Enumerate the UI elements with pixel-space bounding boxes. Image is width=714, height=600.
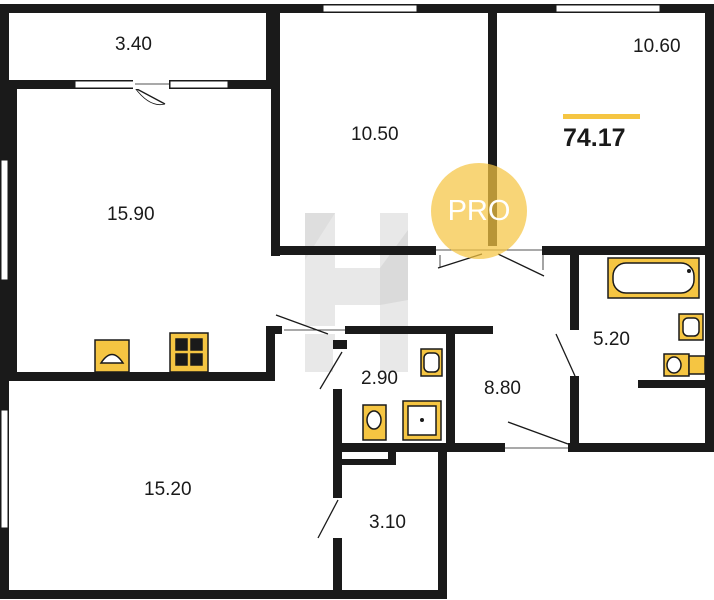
balcony-side-wall <box>266 4 275 88</box>
room-area-label-bathroom: 5.20 <box>593 329 630 350</box>
doors <box>133 80 579 539</box>
pro-badge: PRO <box>431 163 527 259</box>
kitchen-left-wall <box>9 89 17 374</box>
door-swing-icon <box>317 498 342 539</box>
wc-bottom-wall <box>342 443 455 452</box>
total-area-underline <box>563 114 640 119</box>
door-swing-icon <box>555 330 579 377</box>
window-icon <box>555 4 661 13</box>
bathroom-partition <box>638 380 714 388</box>
room-area-label-hall: 8.80 <box>484 378 521 399</box>
outer-wall-right-lower <box>705 249 714 452</box>
corridor-wall <box>345 326 493 334</box>
shower-icon <box>402 400 442 441</box>
total-area-value: 74.17 <box>563 124 626 152</box>
window-icon <box>322 4 418 13</box>
pro-badge-text: PRO <box>447 194 511 227</box>
window-icon <box>0 409 9 529</box>
wc-shelf-wall <box>342 459 396 465</box>
bedroom-divider-wall <box>488 4 497 254</box>
kitchen-bottom-wall <box>9 372 275 381</box>
door-swing-icon <box>505 421 569 452</box>
room-area-label-room: 15.20 <box>144 479 192 500</box>
room-area-label-kitchen-living: 15.90 <box>107 204 155 225</box>
hall-bottom-wall <box>455 443 505 452</box>
wc-left-wall <box>333 340 342 598</box>
toilet-icon <box>663 353 706 377</box>
kitchen-corner-wall <box>266 326 275 381</box>
bedroom-bottom-wall <box>271 246 436 255</box>
outer-wall-bottom <box>0 590 447 599</box>
wc-shelf-post <box>388 443 396 465</box>
room-area-label-wc: 2.90 <box>361 368 398 389</box>
outer-wall-right-upper <box>705 4 714 249</box>
wc-right-wall <box>446 334 455 452</box>
room-area-label-balcony: 3.40 <box>115 34 152 55</box>
watermark-logo <box>305 213 408 372</box>
bathtub-icon <box>607 257 700 299</box>
door-swing-icon <box>319 349 343 390</box>
storage-right-wall <box>438 443 447 598</box>
room-area-label-bedroom: 10.50 <box>351 124 399 145</box>
sink-icon <box>94 339 130 373</box>
bathroom-bottom-wall <box>568 443 714 452</box>
room-area-label-bedroom-2: 10.60 <box>633 36 681 57</box>
stove-icon <box>169 332 209 373</box>
window-icon <box>169 80 229 89</box>
window-icon <box>74 80 136 89</box>
sink-icon <box>678 313 704 341</box>
kitchen-corner-stub <box>266 326 282 334</box>
sink-icon <box>420 348 443 377</box>
window-icon <box>0 159 9 281</box>
door-swing-icon <box>275 314 345 335</box>
wc-top-stub <box>333 340 347 349</box>
bedroom2-bottom-wall <box>542 246 714 255</box>
room-area-label-storage: 3.10 <box>369 512 406 533</box>
outer-wall-left <box>0 4 9 598</box>
bedroom-left-wall <box>271 13 280 256</box>
door-swing-icon <box>133 80 169 106</box>
fixtures <box>94 257 706 441</box>
toilet-icon <box>362 404 387 441</box>
